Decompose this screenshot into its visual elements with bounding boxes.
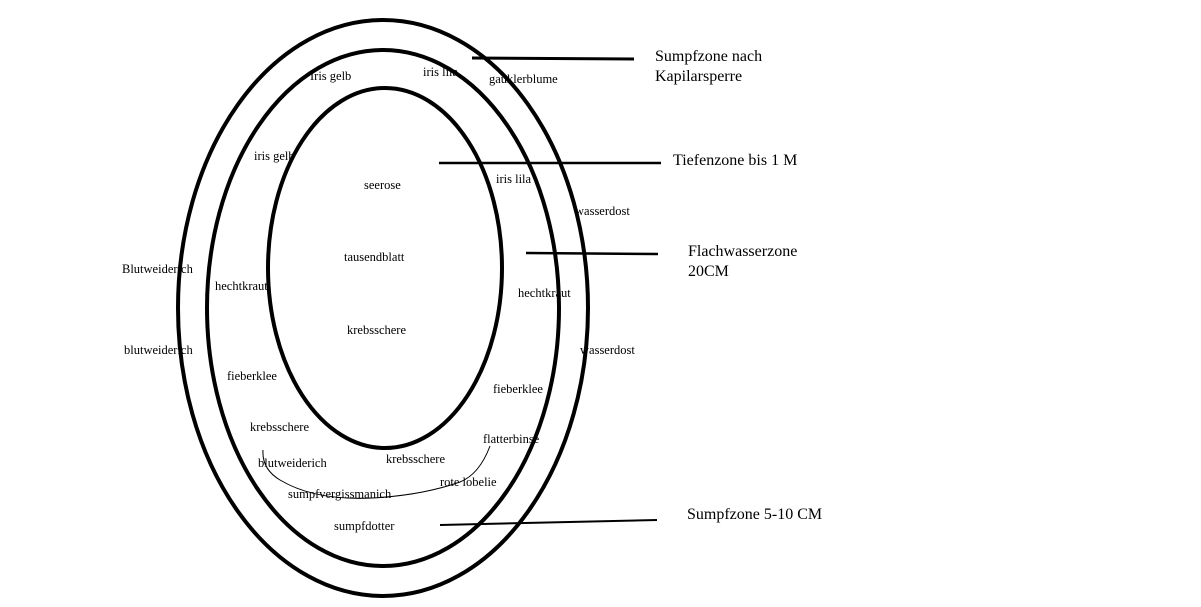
plant-label: gauklerblume: [489, 72, 558, 86]
plant-label: iris gelb: [254, 149, 295, 163]
zone-label-flachwasserzone-2: 20CM: [688, 263, 729, 280]
plant-label: krebsschere: [386, 452, 445, 466]
plant-label: blutweiderich: [258, 456, 327, 470]
plant-label: iris lila: [496, 172, 532, 186]
plant-label: tausendblatt: [344, 250, 405, 264]
inner-ring-tiefenzone: [266, 86, 504, 450]
plant-label: krebsschere: [250, 420, 309, 434]
plant-label: wasserdost: [575, 204, 630, 218]
plant-label: krebsschere: [347, 323, 406, 337]
callout-line-sumpfzone-kapilarsperre: [471, 56, 635, 61]
zone-label-tiefenzone: Tiefenzone bis 1 M: [673, 152, 797, 169]
zone-label-flachwasserzone-1: Flachwasserzone: [688, 243, 797, 260]
zone-label-sumpfzone-kapilarsperre-2: Kapilarsperre: [655, 68, 742, 85]
plant-label: sumpfdotter: [334, 519, 395, 533]
zone-label-sumpfzone-5-10: Sumpfzone 5-10 CM: [687, 506, 822, 523]
plant-label: Iris gelb: [310, 69, 351, 83]
plant-label: rote lobelie: [440, 475, 497, 489]
plant-label: seerose: [364, 178, 401, 192]
callout-line-flachwasserzone: [525, 251, 659, 256]
plant-label: Blutweiderich: [122, 262, 194, 276]
middle-ring-flachwasserzone: [205, 48, 561, 568]
callout-line-sumpfzone-5-10: [439, 519, 658, 526]
plant-label: fieberklee: [227, 369, 277, 383]
plant-label: hechtkraut: [215, 279, 268, 293]
plant-label: blutweiderich: [124, 343, 193, 357]
plant-label: wasserdost: [580, 343, 635, 357]
plant-label: hechtkraut: [518, 286, 571, 300]
outer-ring-sumpfzone: [176, 18, 590, 598]
plant-label: fieberklee: [493, 382, 543, 396]
marsh-group-curve: [262, 445, 491, 499]
plant-label: iris lila: [423, 65, 459, 79]
plant-label: flatterbinse: [483, 432, 540, 446]
plant-label: sumpfvergissmanich: [288, 487, 392, 501]
zone-label-sumpfzone-kapilarsperre-1: Sumpfzone nach: [655, 48, 762, 65]
